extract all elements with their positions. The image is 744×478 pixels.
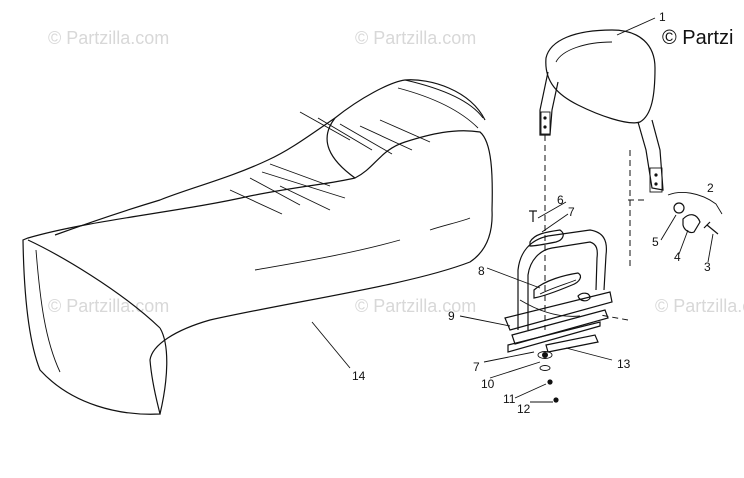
watermark: © Partzilla.com bbox=[355, 28, 476, 48]
callout-2: 2 bbox=[707, 181, 714, 195]
callout-7-top: 7 bbox=[568, 205, 575, 219]
callout-6: 6 bbox=[557, 193, 564, 207]
callout-5: 5 bbox=[652, 235, 659, 249]
callout-8: 8 bbox=[478, 264, 485, 278]
callout-14: 14 bbox=[352, 369, 366, 383]
callout-12: 12 bbox=[517, 402, 531, 416]
seat-drawing bbox=[22, 79, 493, 415]
callout-10: 10 bbox=[481, 377, 495, 391]
callout-3: 3 bbox=[704, 260, 711, 274]
watermark: © Partzilla.com bbox=[355, 296, 476, 316]
bracket-assembly-drawing bbox=[504, 229, 613, 353]
watermark-corner: © Partzi bbox=[662, 27, 733, 49]
leader-lines bbox=[311, 201, 714, 403]
hardware-drawing bbox=[529, 202, 719, 403]
callout-9: 9 bbox=[448, 309, 455, 323]
watermark: © Partzilla.com bbox=[655, 296, 744, 316]
watermark: © Partzilla.com bbox=[48, 28, 169, 48]
backrest-drawing bbox=[539, 17, 664, 193]
callout-11: 11 bbox=[503, 392, 516, 406]
callout-7-bottom: 7 bbox=[473, 360, 480, 374]
callout-4: 4 bbox=[674, 250, 681, 264]
callout-13: 13 bbox=[617, 357, 631, 371]
watermark: © Partzilla.com bbox=[48, 296, 169, 316]
callout-1: 1 bbox=[659, 10, 666, 24]
callout-labels: 1 2 3 4 5 6 7 8 9 7 10 11 12 13 14 bbox=[352, 10, 714, 416]
